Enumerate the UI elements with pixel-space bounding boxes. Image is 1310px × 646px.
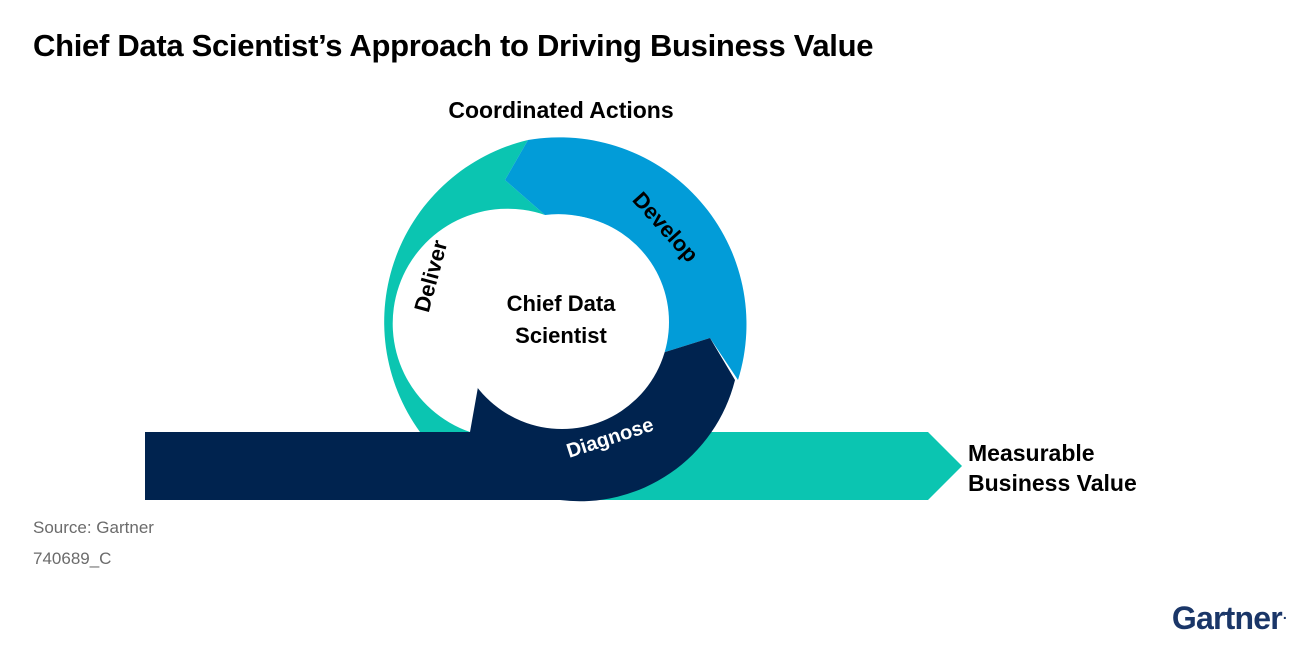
center-label-line2: Scientist bbox=[515, 323, 607, 348]
figure-id: 740689_C bbox=[33, 549, 112, 568]
source-note: Source: Gartner bbox=[33, 518, 154, 537]
center-label-line1: Chief Data bbox=[507, 291, 617, 316]
logo-registered-mark: . bbox=[1282, 606, 1287, 622]
gartner-logo: Gartner. bbox=[1171, 600, 1287, 637]
page-title: Chief Data Scientist’s Approach to Drivi… bbox=[33, 28, 874, 63]
outcome-label-line1: Measurable bbox=[968, 440, 1095, 466]
logo-wordmark: Gartner bbox=[1171, 600, 1283, 636]
diagnose-segment bbox=[145, 338, 735, 502]
coordinated-actions-label: Coordinated Actions bbox=[448, 97, 673, 123]
outcome-label-line2: Business Value bbox=[968, 470, 1137, 496]
deliver-segment bbox=[384, 140, 545, 432]
develop-segment bbox=[505, 137, 747, 380]
center-circle bbox=[455, 215, 669, 429]
